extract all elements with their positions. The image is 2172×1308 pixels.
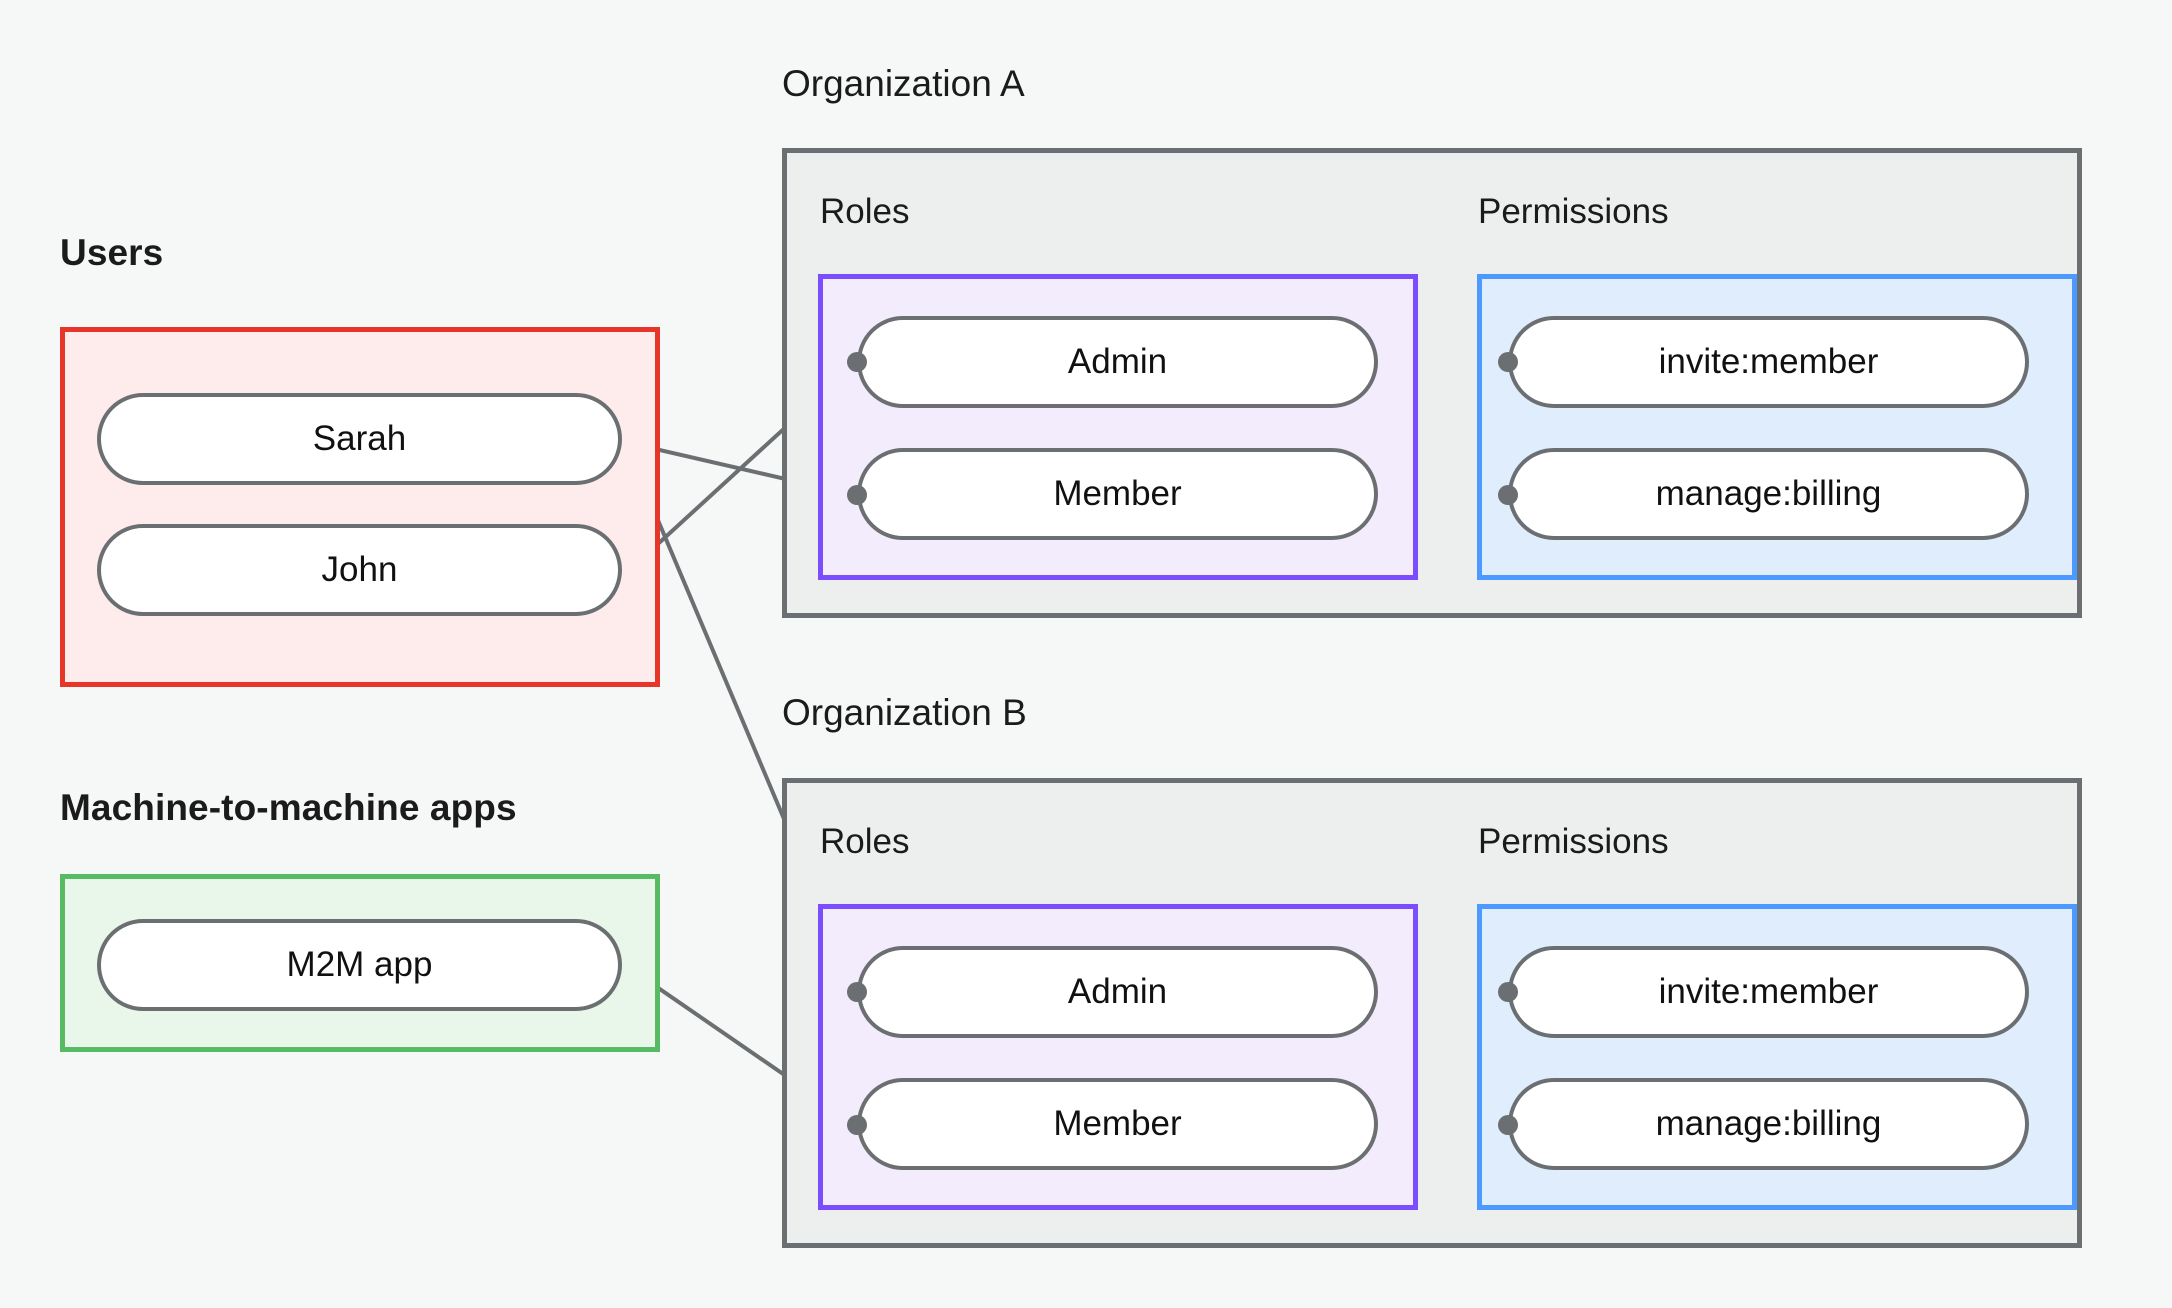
m2m-group-title: Machine-to-machine apps [60, 787, 517, 828]
connector-dot-orgA-billing-in [1498, 485, 1518, 505]
organization-a-role-pill-member[interactable]: Member [857, 448, 1378, 540]
organization-a-role-pill-admin[interactable]: Admin [857, 316, 1378, 408]
organization-b-roles-title: Roles [820, 822, 910, 861]
users-container [60, 327, 660, 687]
organization-a-permission-pill-invite-member[interactable]: invite:member [1508, 316, 2029, 408]
organization-b-permissions-title: Permissions [1478, 822, 1669, 861]
organization-b-permission-pill-invite-member[interactable]: invite:member [1508, 946, 2029, 1038]
users-group-title: Users [60, 232, 164, 273]
organization-b-title: Organization B [782, 692, 1027, 733]
connector-dot-orgA-invite-in [1498, 352, 1518, 372]
user-pill-john[interactable]: John [97, 524, 622, 616]
organization-a-permission-pill-manage-billing[interactable]: manage:billing [1508, 448, 2029, 540]
connector-dot-orgB-member-in [847, 1115, 867, 1135]
user-pill-sarah[interactable]: Sarah [97, 393, 622, 485]
connector-dot-orgB-invite-in [1498, 982, 1518, 1002]
connector-dot-orgA-member-in [847, 485, 867, 505]
connector-dot-orgB-billing-in [1498, 1115, 1518, 1135]
organization-b-role-pill-admin[interactable]: Admin [857, 946, 1378, 1038]
organization-a-permissions-title: Permissions [1478, 192, 1669, 231]
m2m-pill-app[interactable]: M2M app [97, 919, 622, 1011]
connector-dot-orgB-admin-in [847, 982, 867, 1002]
connector-dot-orgA-admin-in [847, 352, 867, 372]
organization-a-roles-title: Roles [820, 192, 910, 231]
organization-a-title: Organization A [782, 63, 1025, 104]
organization-b-role-pill-member[interactable]: Member [857, 1078, 1378, 1170]
organization-b-permission-pill-manage-billing[interactable]: manage:billing [1508, 1078, 2029, 1170]
